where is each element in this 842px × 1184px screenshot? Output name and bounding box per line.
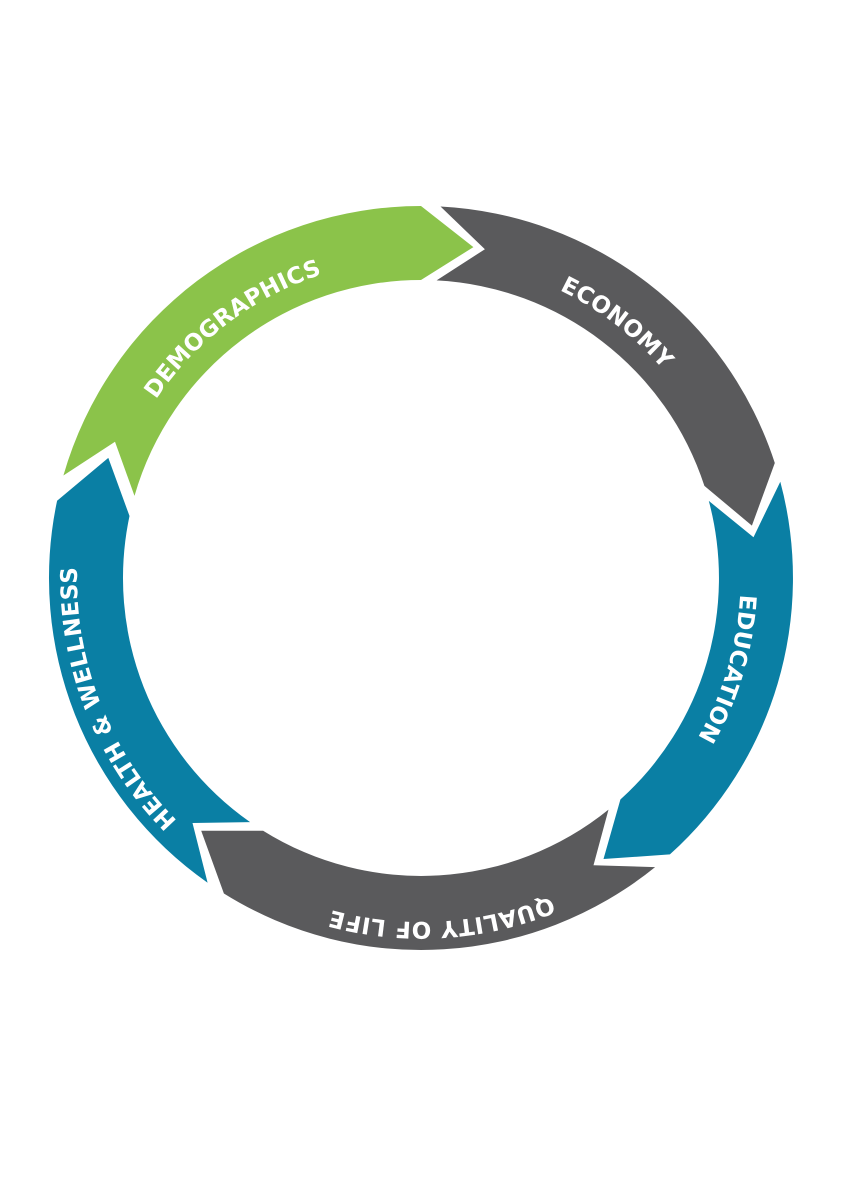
- education-arrow: [603, 481, 793, 859]
- arrow-segments: [48, 206, 793, 951]
- economy-arrow: [436, 206, 775, 526]
- health-wellness-arrow: [48, 457, 251, 883]
- quality-of-life-arrow: [201, 809, 656, 951]
- demographics-arrow: [63, 206, 474, 496]
